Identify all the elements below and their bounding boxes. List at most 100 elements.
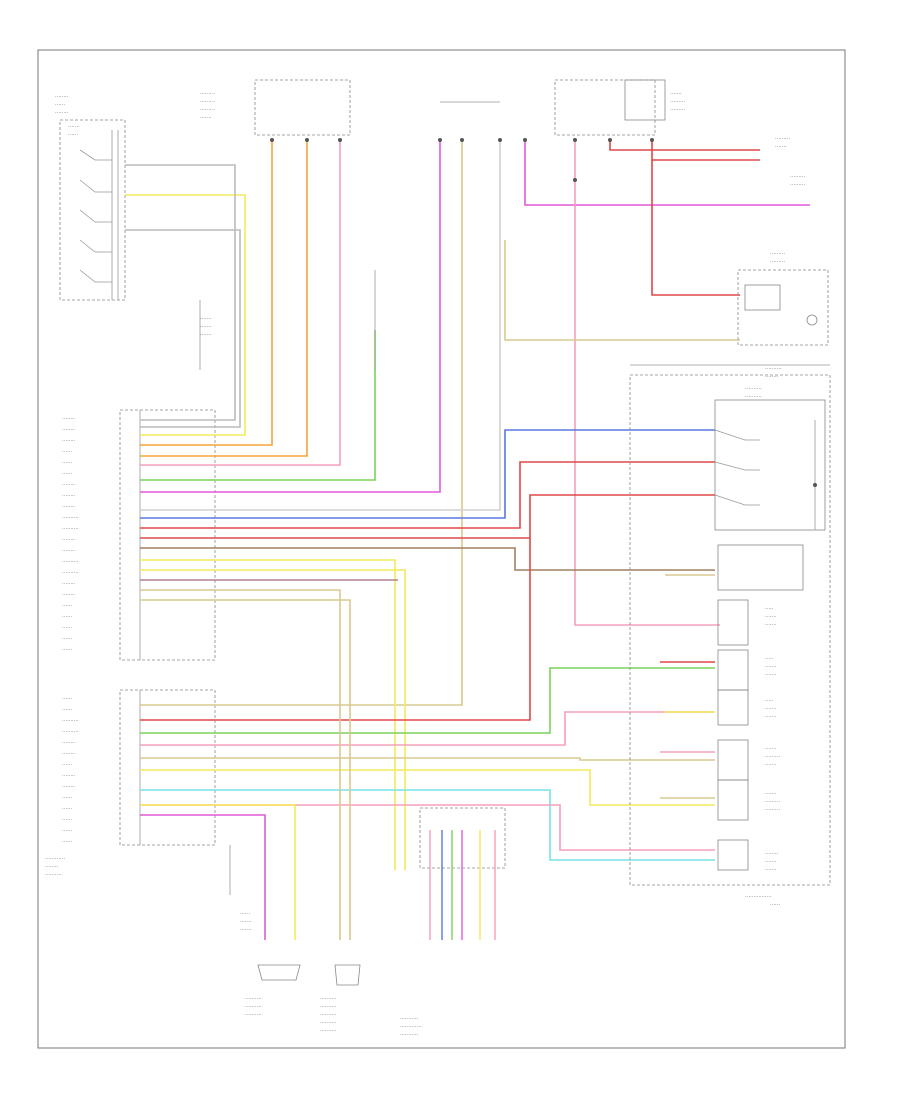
- svg-text:···········: ···········: [400, 1032, 419, 1038]
- svg-text:·······: ·······: [765, 791, 777, 797]
- transmission-assembly: ·········· ········ ·········· ·········…: [629, 364, 831, 908]
- svg-text:················: ················: [745, 894, 772, 900]
- svg-text:······: ······: [62, 817, 72, 823]
- svg-text:·······: ·······: [765, 714, 777, 720]
- svg-text:··········: ··········: [45, 872, 62, 878]
- svg-text:······: ······: [62, 471, 72, 477]
- svg-text:··········: ··········: [62, 526, 79, 532]
- svg-text:······: ······: [62, 449, 72, 455]
- svg-text:·····: ·····: [765, 656, 774, 662]
- bottom-connector-data-link: ··········· ············· ···········: [400, 807, 506, 1038]
- svg-text:·········: ·········: [200, 91, 215, 97]
- svg-text:···········: ···········: [400, 1016, 419, 1022]
- svg-text:··········: ··········: [320, 1028, 337, 1034]
- ignition-switch-block: ········ ······ ········ ······· ······: [55, 94, 126, 301]
- svg-text:·········: ·········: [670, 107, 685, 113]
- svg-text:··········: ··········: [62, 729, 79, 735]
- svg-text:······: ······: [62, 707, 72, 713]
- svg-text:·······: ·······: [200, 324, 212, 330]
- svg-text:········: ········: [62, 581, 76, 587]
- svg-text:·········: ·········: [770, 259, 785, 265]
- bottom-connector-left: ·········· ·········· ··········: [245, 964, 301, 1018]
- svg-text:······: ······: [62, 828, 72, 834]
- connector-pin-labels: ········ ········ ········ ······ ······…: [45, 416, 79, 878]
- ground-symbol: [199, 270, 376, 895]
- svg-text:······: ······: [62, 762, 72, 768]
- svg-text:··········: ··········: [320, 1004, 337, 1010]
- svg-text:·······: ·······: [68, 124, 80, 130]
- svg-text:········: ········: [62, 427, 76, 433]
- svg-text:·······: ·······: [765, 664, 777, 670]
- svg-text:············: ············: [45, 856, 65, 862]
- svg-text:······: ······: [770, 902, 780, 908]
- svg-text:··········: ··········: [320, 1012, 337, 1018]
- svg-text:········: ········: [62, 784, 76, 790]
- svg-text:········: ········: [62, 773, 76, 779]
- control-module-connector-lower: [119, 689, 216, 846]
- svg-text:········: ········: [62, 537, 76, 543]
- svg-text:········: ········: [62, 548, 76, 554]
- svg-text:··········: ··········: [245, 1012, 262, 1018]
- svg-text:·········: ·········: [790, 174, 805, 180]
- svg-text:······: ······: [62, 839, 72, 845]
- svg-text:········: ········: [765, 851, 779, 857]
- svg-text:·········: ·········: [765, 754, 780, 760]
- svg-text:··········: ··········: [62, 559, 79, 565]
- svg-text:········: ········: [62, 493, 76, 499]
- svg-text:······: ······: [62, 614, 72, 620]
- svg-text:········: ········: [62, 482, 76, 488]
- diagram-frame: [37, 49, 846, 1049]
- svg-text:··········: ··········: [745, 386, 762, 392]
- svg-text:··········: ··········: [320, 1020, 337, 1026]
- svg-text:··········: ··········: [320, 996, 337, 1002]
- svg-text:·······: ·······: [765, 672, 777, 678]
- svg-text:········: ········: [62, 592, 76, 598]
- svg-text:········: ········: [62, 740, 76, 746]
- svg-text:·············: ·············: [400, 1024, 422, 1030]
- svg-text:··········: ··········: [245, 996, 262, 1002]
- svg-text:·······: ·······: [765, 746, 777, 752]
- junction-nodes: [270, 138, 654, 182]
- svg-text:··········: ··········: [62, 515, 79, 521]
- svg-text:·····: ·····: [765, 698, 774, 704]
- svg-text:··········: ··········: [765, 366, 782, 372]
- svg-text:······: ······: [62, 636, 72, 642]
- wire-set: [125, 140, 810, 940]
- svg-text:··········: ··········: [62, 718, 79, 724]
- svg-text:······: ······: [62, 696, 72, 702]
- svg-text:········: ········: [45, 864, 59, 870]
- svg-text:·········: ·········: [200, 107, 215, 113]
- svg-text:······: ······: [55, 102, 65, 108]
- svg-text:········: ········: [62, 504, 76, 510]
- relay-box: ········· ········· ········· ······· ··…: [737, 136, 829, 346]
- svg-text:······: ······: [240, 911, 250, 917]
- svg-text:·········: ·········: [765, 807, 780, 813]
- svg-text:·······: ·······: [765, 622, 777, 628]
- svg-text:·········: ·········: [770, 251, 785, 257]
- svg-text:········: ········: [765, 374, 779, 380]
- fuse-block-right: ······· ········· ·········: [554, 79, 685, 136]
- svg-text:·········: ·········: [775, 136, 790, 142]
- svg-text:·······: ·······: [765, 614, 777, 620]
- svg-text:········: ········: [62, 416, 76, 422]
- svg-text:·········: ·········: [200, 99, 215, 105]
- svg-text:·········: ·········: [790, 182, 805, 188]
- svg-text:······: ······: [62, 625, 72, 631]
- svg-text:·······: ·······: [765, 867, 777, 873]
- svg-text:·········: ·········: [765, 799, 780, 805]
- svg-text:··········: ··········: [745, 394, 762, 400]
- svg-text:········: ········: [55, 110, 69, 116]
- svg-text:······: ······: [68, 132, 78, 138]
- svg-text:······: ······: [62, 806, 72, 812]
- svg-text:·······: ·······: [765, 706, 777, 712]
- svg-text:·······: ·······: [240, 927, 252, 933]
- svg-text:·········: ·········: [670, 99, 685, 105]
- svg-text:··········: ··········: [245, 1004, 262, 1010]
- svg-text:········: ········: [55, 94, 69, 100]
- fuse-block-left: ········· ········· ········· ·······: [200, 79, 351, 136]
- svg-text:······: ······: [62, 603, 72, 609]
- svg-text:·······: ·······: [765, 859, 777, 865]
- svg-text:······: ······: [62, 795, 72, 801]
- svg-text:······: ······: [62, 460, 72, 466]
